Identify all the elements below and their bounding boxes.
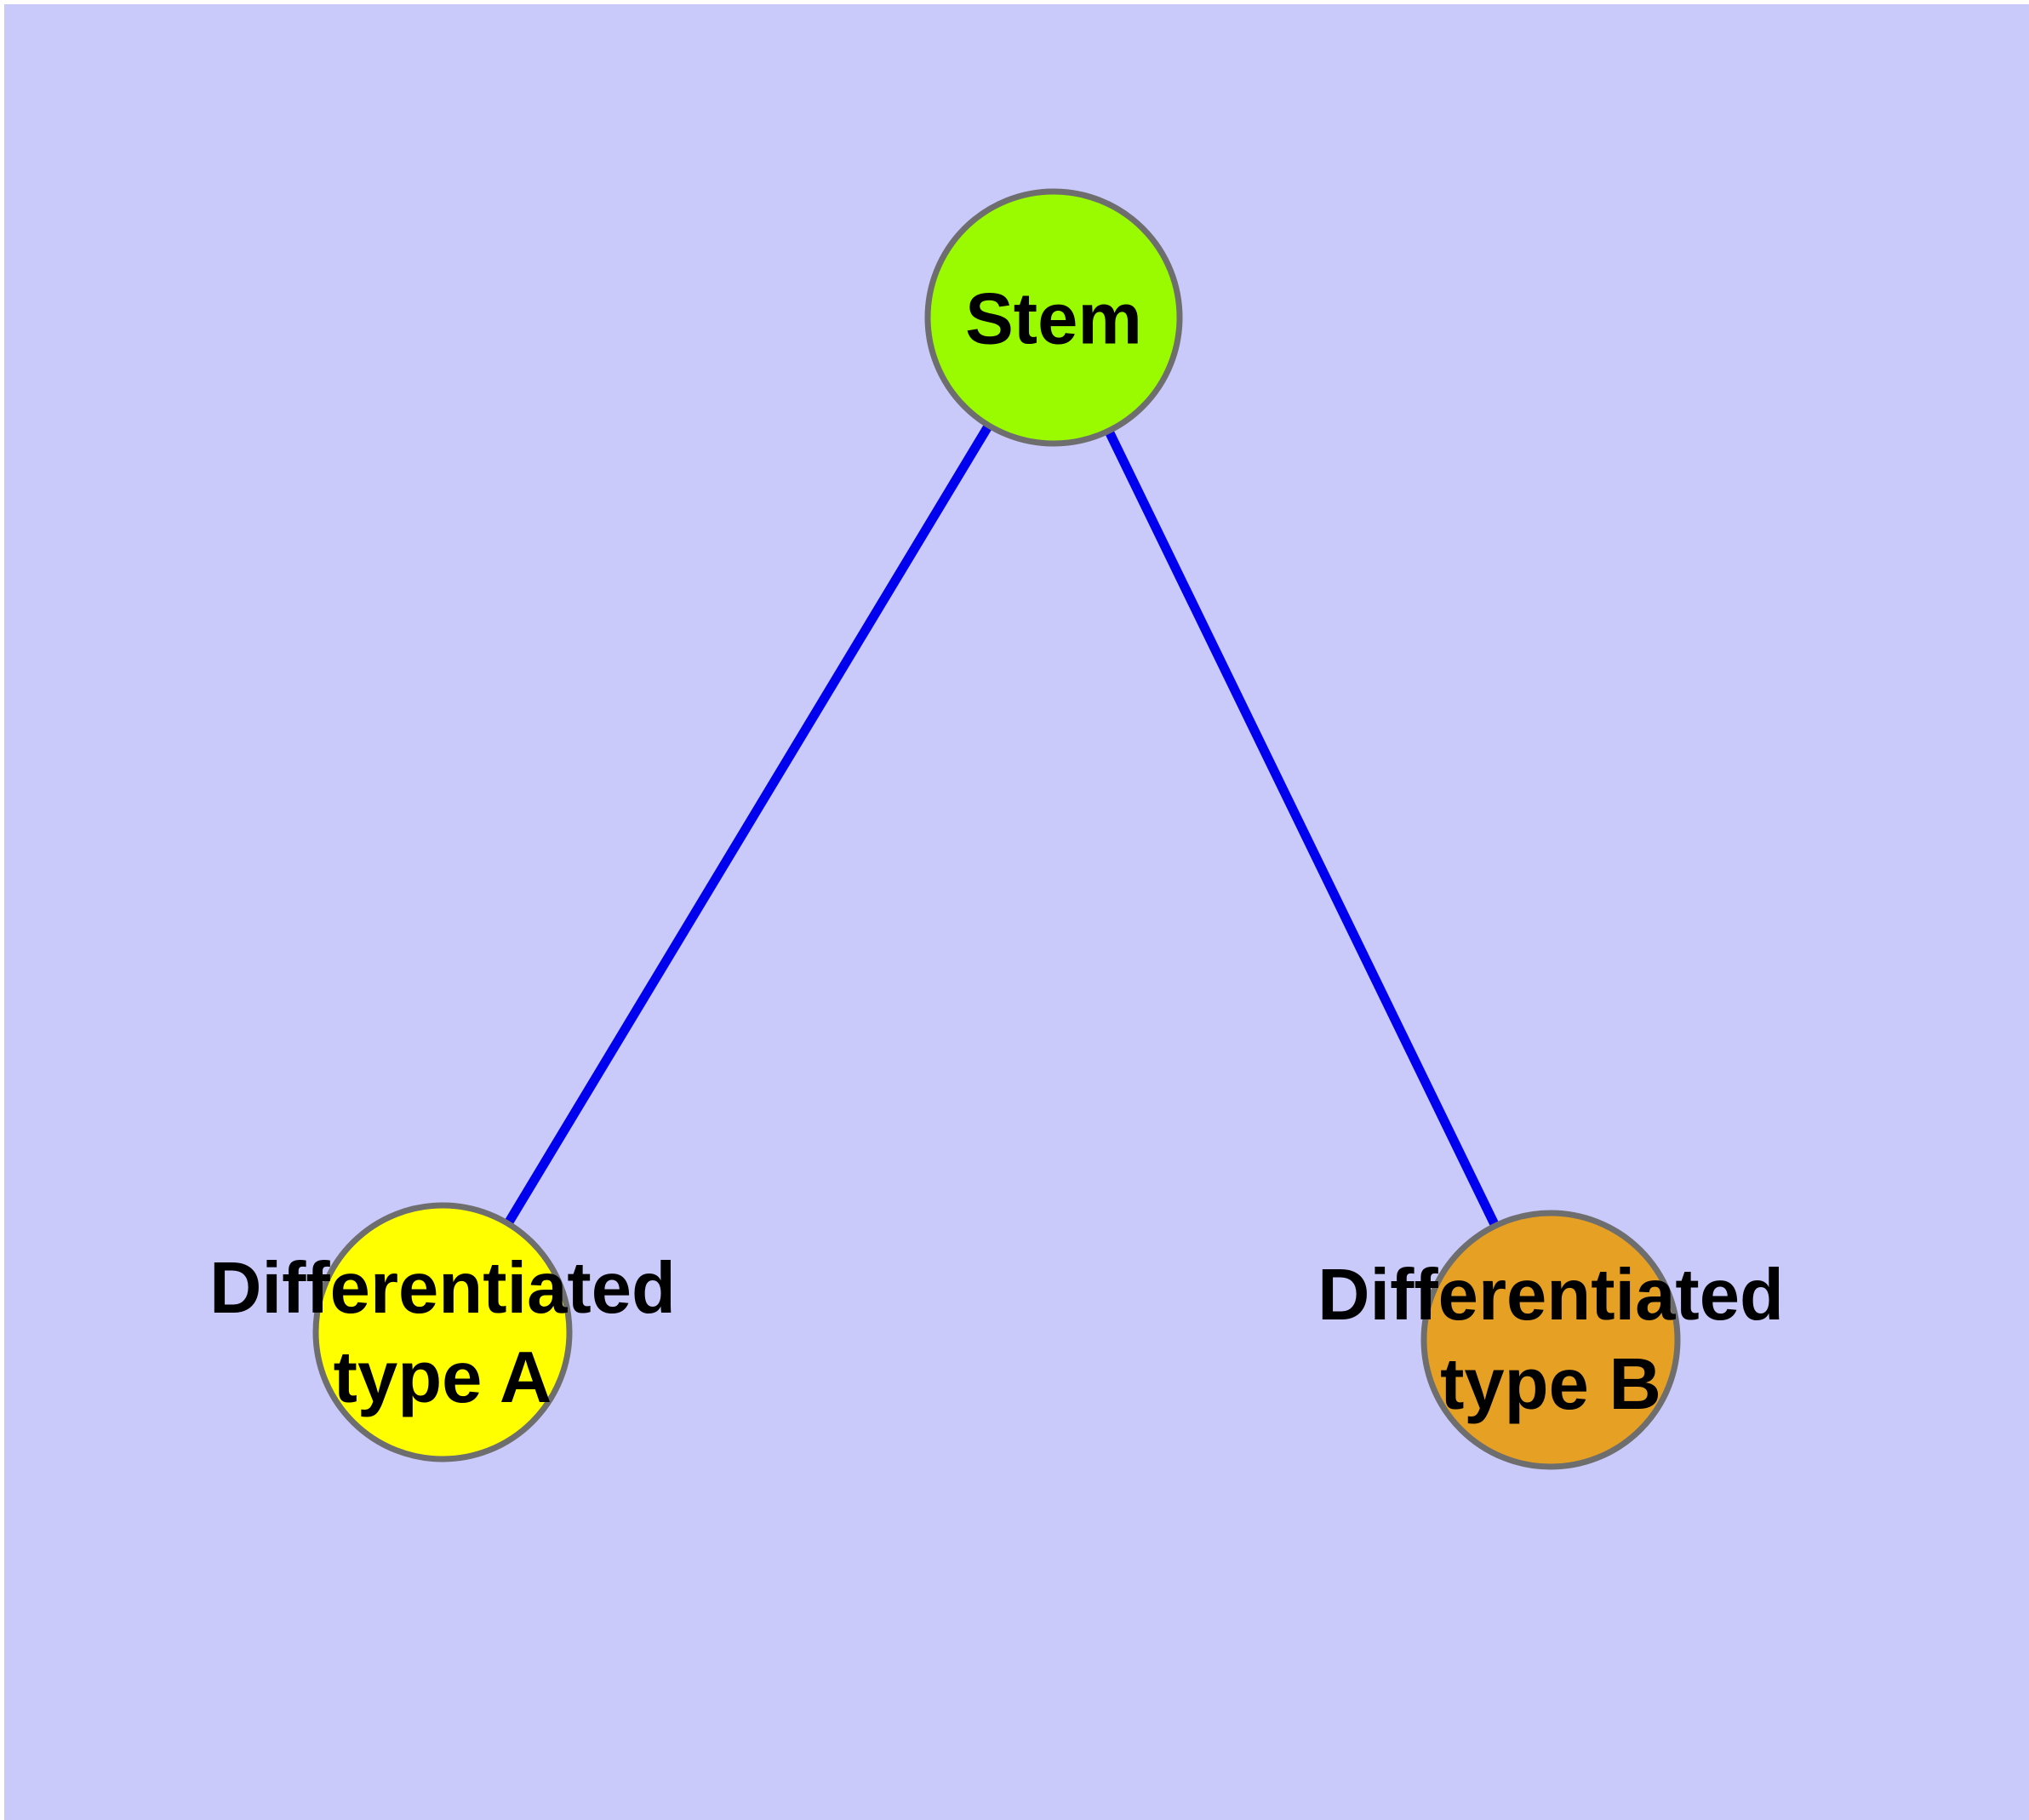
node-stem-circle xyxy=(924,188,1183,447)
node-differentiated-type-b-circle xyxy=(1420,1210,1681,1470)
edge-stem-to-type-b xyxy=(1049,315,1555,1342)
node-differentiated-type-a-circle xyxy=(312,1202,573,1462)
edge-stem-to-type-a xyxy=(438,315,1058,1335)
